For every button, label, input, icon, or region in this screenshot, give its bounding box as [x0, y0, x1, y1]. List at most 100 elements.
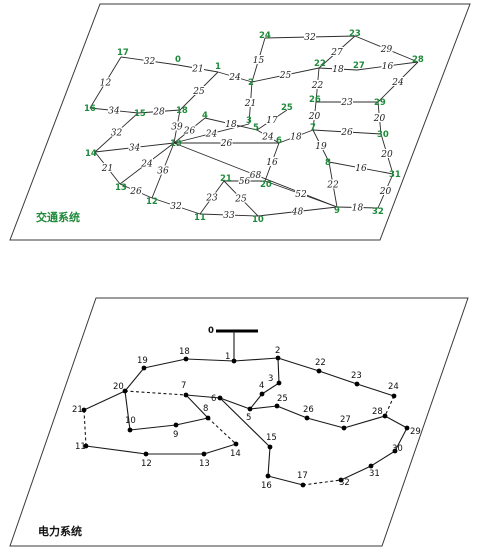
road-weight-label: 26	[129, 187, 142, 197]
power-node-dot-6	[217, 395, 223, 401]
road-weight-label: 24	[228, 73, 241, 83]
power-node-label-10: 10	[125, 416, 136, 426]
power-node-label-17: 17	[297, 471, 308, 481]
road-weight-bg	[392, 77, 404, 86]
road-weight-bg	[110, 127, 123, 137]
power-node-dot-11	[83, 443, 89, 449]
power-node-label-19: 19	[137, 356, 148, 366]
power-node-label-29: 29	[410, 427, 421, 437]
road-weight-bg	[381, 149, 393, 158]
transport-node-26: 26	[309, 95, 321, 105]
transport-node-30: 30	[377, 130, 389, 140]
power-node-dot-31	[368, 463, 374, 469]
power-line-28-29	[384, 415, 408, 429]
road-weight-label: 20	[379, 187, 392, 197]
transport-node-6: 6	[276, 136, 282, 146]
road-weight-label: 34	[108, 107, 120, 117]
transport-node-23: 23	[349, 29, 361, 39]
power-node-label-25: 25	[277, 394, 288, 404]
transport-node-29: 29	[374, 98, 386, 108]
road-weight-bg	[290, 131, 302, 141]
power-line-16-17	[267, 475, 304, 486]
power-node-dot-12	[143, 451, 149, 457]
power-node-dot-29	[404, 425, 410, 431]
power-node-label-0: 0	[208, 326, 214, 336]
power-node-dot-3	[276, 380, 282, 386]
road-weight-label: 21	[191, 65, 203, 75]
road-weight-label: 16	[266, 158, 278, 168]
power-node-label-9: 9	[173, 430, 178, 440]
transport-node-27: 27	[353, 61, 365, 71]
power-node-dot-18	[183, 356, 189, 362]
power-title: 电力系统	[38, 524, 82, 538]
power-node-label-26: 26	[303, 405, 314, 415]
road-weight-label: 16	[382, 62, 394, 72]
power-line-20-21	[83, 390, 126, 411]
power-line-21-11	[83, 409, 87, 447]
road-weight-label: 29	[380, 45, 393, 55]
transport-node-8: 8	[325, 158, 331, 168]
transport-node-32: 32	[372, 207, 384, 217]
power-line-25-26	[276, 405, 308, 419]
road-weight-label: 25	[279, 71, 292, 81]
power-node-dot-23	[354, 381, 360, 387]
power-node-label-11: 11	[75, 442, 86, 452]
power-line-6-15	[219, 397, 271, 448]
power-node-label-15: 15	[266, 433, 277, 443]
road-weight-bg	[229, 72, 241, 81]
road-weight-bg	[311, 80, 324, 89]
road-weight-label: 24	[261, 133, 274, 143]
power-line-1-18	[185, 358, 235, 362]
transport-node-21: 21	[220, 174, 232, 184]
power-node-dot-10	[127, 427, 133, 433]
road-weight-label: 32	[304, 33, 316, 43]
power-node-label-31: 31	[369, 469, 380, 479]
road-weight-bg	[99, 77, 112, 87]
power-plane	[9, 297, 469, 547]
transport-node-20: 20	[260, 180, 272, 190]
road-weight-bg	[128, 142, 141, 152]
power-node-dot-19	[141, 365, 147, 371]
power-node-label-13: 13	[199, 459, 210, 469]
power-node-dot-15	[267, 444, 273, 450]
transport-node-2: 2	[248, 78, 254, 88]
power-node-dot-32	[338, 477, 344, 483]
power-node-dot-28	[382, 413, 388, 419]
power-line-22-23	[318, 370, 358, 385]
road-weight-label: 24	[391, 78, 404, 88]
power-line-7-8	[185, 394, 209, 419]
power-node-dot-7	[183, 392, 189, 398]
road-weight-label: 25	[234, 195, 247, 205]
power-line-19-20	[124, 367, 145, 392]
road-weight-bg	[252, 55, 265, 64]
road-weight-bg	[205, 128, 218, 138]
road-weight-label: 32	[170, 202, 182, 212]
power-node-dot-4	[259, 391, 265, 397]
road-weight-bg	[141, 158, 153, 168]
transport-plane	[9, 3, 471, 241]
power-line-2-3	[277, 357, 280, 384]
power-node-dot-13	[201, 451, 207, 457]
road-weight-label: 39	[171, 123, 183, 133]
transport-node-labels: 0123456789101112131415161718192021222324…	[84, 29, 424, 225]
power-line-20-10	[124, 390, 131, 431]
power-node-dot-27	[341, 425, 347, 431]
power-line-10-9	[129, 424, 177, 431]
power-node-label-6: 6	[211, 394, 216, 404]
power-node-dot-16	[265, 473, 271, 479]
road-weight-label: 36	[157, 167, 169, 177]
power-node-dot-9	[173, 422, 179, 428]
power-node-label-21: 21	[72, 405, 83, 415]
power-node-label-20: 20	[113, 382, 124, 392]
transport-node-12: 12	[146, 197, 158, 207]
road-weight-label: 34	[129, 144, 141, 154]
road-weight-label: 25	[192, 87, 205, 97]
power-line-5-25	[249, 405, 278, 410]
road-weight-label: 24	[140, 160, 153, 170]
road-weight-bg	[143, 56, 156, 65]
power-line-17-32	[302, 479, 342, 486]
transport-node-3: 3	[246, 116, 252, 126]
power-line-26-27	[306, 417, 345, 429]
transport-node-24: 24	[259, 31, 271, 41]
